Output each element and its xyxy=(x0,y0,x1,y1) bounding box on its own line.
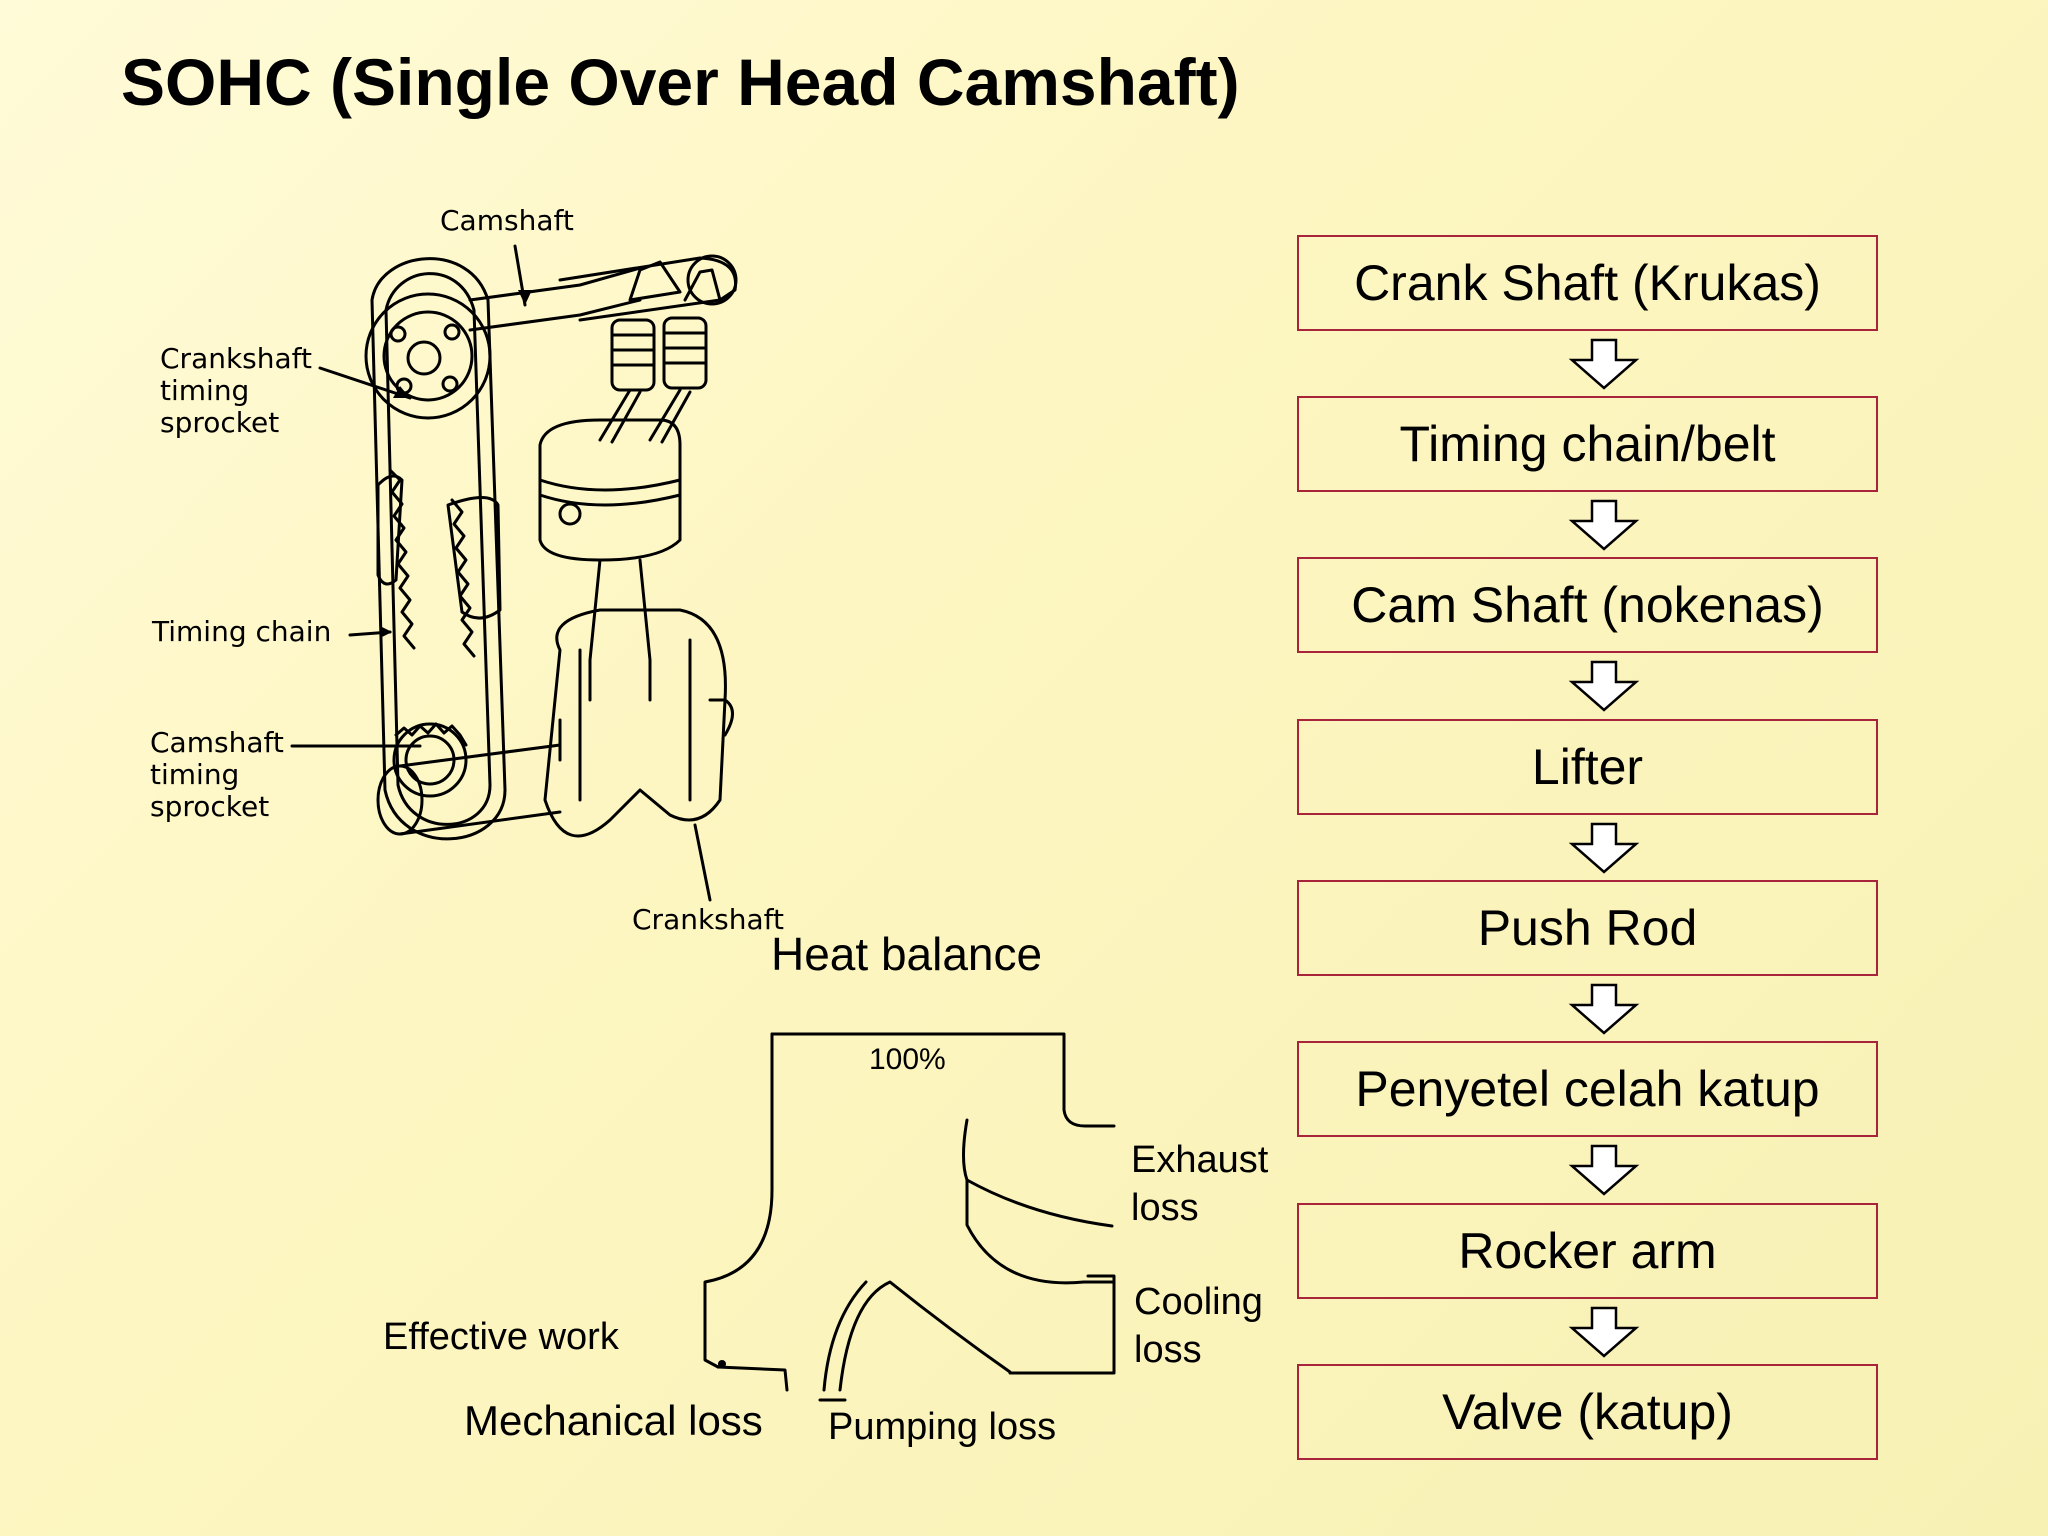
lower-sprocket xyxy=(392,722,468,798)
flow-step-valve: Valve (katup) xyxy=(1297,1364,1878,1460)
crankshaft-timing-sprocket-label: Crankshaft timing sprocket xyxy=(160,342,313,439)
effective-work-label: Effective work xyxy=(383,1316,619,1358)
connecting-rod xyxy=(588,558,652,702)
heat-balance-title: Heat balance xyxy=(771,928,1043,980)
down-arrow-icon xyxy=(1568,338,1640,390)
mechanical-loss-label: Mechanical loss xyxy=(464,1397,763,1444)
flow-step-push-rod: Push Rod xyxy=(1297,880,1878,976)
flow-step-crank-shaft: Crank Shaft (Krukas) xyxy=(1297,235,1878,331)
crankshaft-label: Crankshaft xyxy=(632,903,785,936)
piston xyxy=(538,418,682,562)
flow-step-cam-shaft: Cam Shaft (nokenas) xyxy=(1297,557,1878,653)
down-arrow-icon xyxy=(1568,983,1640,1035)
down-arrow-icon xyxy=(1568,1306,1640,1358)
pumping-loss-label: Pumping loss xyxy=(828,1406,1057,1448)
slide-title: SOHC (Single Over Head Camshaft) xyxy=(121,45,1240,119)
total-percent-label: 100% xyxy=(869,1043,946,1076)
timing-chain-label: Timing chain xyxy=(152,615,332,648)
upper-sprocket xyxy=(364,292,492,420)
camshaft-timing-sprocket-label: Camshaft timing sprocket xyxy=(150,726,284,823)
down-arrow-icon xyxy=(1568,1144,1640,1196)
cooling-loss-label: Cooling loss xyxy=(1134,1281,1263,1371)
crankshaft-web xyxy=(543,608,727,838)
camshaft-label: Camshaft xyxy=(440,204,574,237)
down-arrow-icon xyxy=(1568,660,1640,712)
flow-step-timing-chain: Timing chain/belt xyxy=(1297,396,1878,492)
flow-step-lifter: Lifter xyxy=(1297,719,1878,815)
down-arrow-icon xyxy=(1568,822,1640,874)
down-arrow-icon xyxy=(1568,499,1640,551)
flow-step-rocker-arm: Rocker arm xyxy=(1297,1203,1878,1299)
flow-step-valve-clearance-adjuster: Penyetel celah katup xyxy=(1297,1041,1878,1137)
exhaust-loss-label: Exhaust loss xyxy=(1131,1139,1269,1229)
